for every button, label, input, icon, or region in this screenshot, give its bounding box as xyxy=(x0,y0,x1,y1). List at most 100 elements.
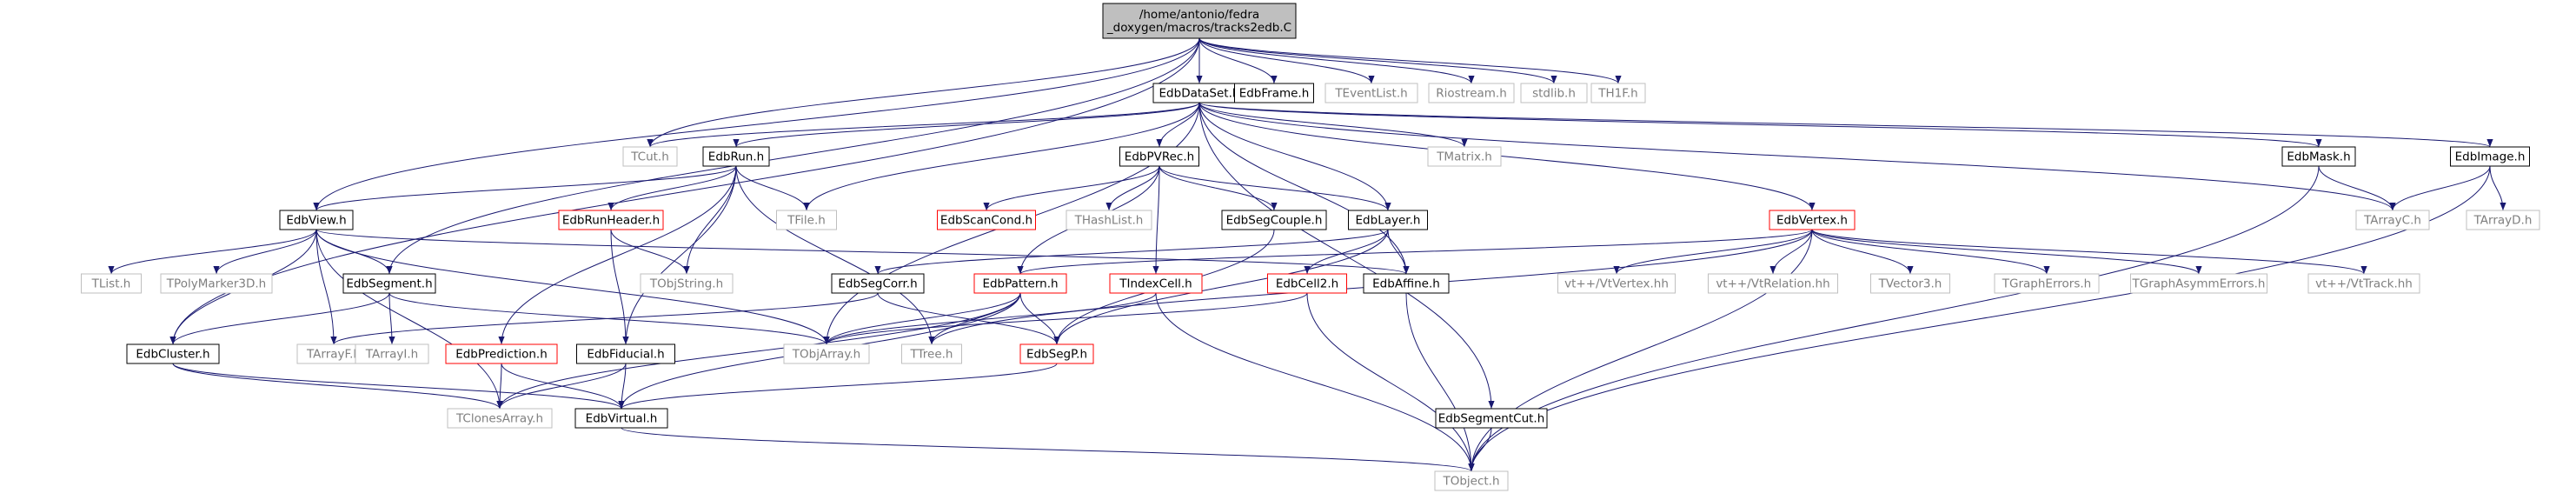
edge-tracks2edb-to-tevent-list xyxy=(1198,37,1375,84)
edge-edb-cluster-to-tclones-array xyxy=(172,363,503,410)
edge-edb-data-set-to-edb-vertex xyxy=(1198,102,1816,211)
node-label: TGraphErrors.h xyxy=(2002,277,2091,291)
node-label: EdbView.h xyxy=(286,214,346,228)
node-box xyxy=(1994,273,2100,294)
node-label: EdbPrediction.h xyxy=(455,348,548,362)
edge-edb-pvrec-to-edb-seg-couple xyxy=(1159,165,1278,211)
node-edb-cell2[interactable]: EdbCell2.h xyxy=(1267,273,1347,294)
edge-edb-view-to-tclones-array xyxy=(315,229,503,410)
node-edb-seg-p[interactable]: EdbSegP.h xyxy=(1019,343,1094,364)
edge-edb-data-set-to-edb-mask xyxy=(1198,102,2322,148)
edge-edb-image-to-tarray-c xyxy=(2389,165,2491,211)
edge-edb-pvrec-to-edb-layer xyxy=(1159,165,1391,211)
node-box xyxy=(702,146,770,167)
node-edb-vertex[interactable]: EdbVertex.h xyxy=(1769,210,1856,230)
edge-edb-fiducial-to-tclones-array xyxy=(496,363,627,410)
node-box xyxy=(973,273,1067,294)
node-edb-scan-cond[interactable]: EdbScanCond.h xyxy=(937,210,1036,230)
node-label: TGraphAsymmErrors.h xyxy=(2131,277,2265,291)
node-edb-image[interactable]: EdbImage.h xyxy=(2450,146,2530,167)
node-edb-pvrec[interactable]: EdbPVRec.h xyxy=(1119,146,1199,167)
node-edb-seg-corr[interactable]: EdbSegCorr.h xyxy=(831,273,925,294)
edge-edb-pvrec-to-edb-scan-cond xyxy=(983,165,1160,211)
edge-edb-view-to-tarray-f xyxy=(315,229,337,345)
node-label: THashList.h xyxy=(1074,214,1144,228)
node-label: EdbFiducial.h xyxy=(587,348,664,362)
node-label: TPolyMarker3D.h xyxy=(166,277,266,291)
node-ttree: TTree.h xyxy=(901,343,962,364)
edge-edb-data-set-to-tmatrix xyxy=(1198,102,1468,148)
node-edb-data-set[interactable]: EdbDataSet.h xyxy=(1152,83,1246,103)
node-label: TEventList.h xyxy=(1334,87,1407,101)
node-edb-seg-couple[interactable]: EdbSegCouple.h xyxy=(1221,210,1327,230)
node-tracks2edb[interactable]: /home/antonio/fedra_doxygen/macros/track… xyxy=(1102,3,1297,39)
node-label: TObjString.h xyxy=(649,277,723,291)
node-edb-affine[interactable]: EdbAffine.h xyxy=(1363,273,1450,294)
node-box xyxy=(279,210,354,230)
node-label: EdbCell2.h xyxy=(1276,277,1338,291)
node-edb-segment[interactable]: EdbSegment.h xyxy=(342,273,436,294)
edge-edb-data-set-to-edb-layer xyxy=(1198,102,1391,211)
node-box xyxy=(783,343,870,364)
node-box xyxy=(776,210,837,230)
node-label: EdbRun.h xyxy=(708,150,764,164)
edge-edb-layer-to-edb-affine xyxy=(1387,229,1410,275)
node-label: EdbScanCond.h xyxy=(940,214,1032,228)
edge-edb-data-set-to-edb-affine xyxy=(1198,102,1410,275)
node-label: EdbPattern.h xyxy=(982,277,1058,291)
node-box xyxy=(1435,408,1548,429)
header-nodes: /home/antonio/fedra_doxygen/macros/track… xyxy=(81,3,2540,491)
node-tcut: TCut.h xyxy=(622,146,678,167)
edge-edb-pattern-to-ttree xyxy=(928,292,1021,345)
node-edb-cluster[interactable]: EdbCluster.h xyxy=(126,343,220,364)
node-vt-track: vt++/VtTrack.hh xyxy=(2307,273,2420,294)
node-box xyxy=(160,273,273,294)
node-label: EdbFrame.h xyxy=(1239,87,1310,101)
node-edb-layer[interactable]: EdbLayer.h xyxy=(1348,210,1428,230)
node-edb-prediction[interactable]: EdbPrediction.h xyxy=(445,343,558,364)
edge-edb-run-to-edb-view xyxy=(313,165,737,211)
node-label: TList.h xyxy=(91,277,131,291)
node-box xyxy=(640,273,734,294)
edge-edb-view-to-tpoly-marker3-d xyxy=(213,229,317,275)
node-tvector3: TVector3.h xyxy=(1870,273,1950,294)
node-box xyxy=(126,343,220,364)
node-label: EdbPVRec.h xyxy=(1125,150,1194,164)
node-edb-run-header[interactable]: EdbRunHeader.h xyxy=(558,210,664,230)
node-tpoly-marker3-d: TPolyMarker3D.h xyxy=(160,273,273,294)
node-box xyxy=(1109,273,1203,294)
node-box xyxy=(1428,83,1515,103)
node-label: EdbSegmentCut.h xyxy=(1438,412,1545,426)
dependency-edges xyxy=(108,37,2506,472)
node-edb-fiducial[interactable]: EdbFiducial.h xyxy=(576,343,675,364)
node-edb-pattern[interactable]: EdbPattern.h xyxy=(973,273,1067,294)
edge-tracks2edb-to-stdlib xyxy=(1198,37,1557,84)
edge-edb-vertex-to-vt-track xyxy=(1811,229,2367,275)
edge-edb-affine-to-tobject xyxy=(1405,292,1475,472)
node-box xyxy=(1557,273,1676,294)
node-edb-view[interactable]: EdbView.h xyxy=(279,210,354,230)
node-tarray-i: TArrayI.h xyxy=(355,343,429,364)
edge-edb-cell2-to-tobj-array xyxy=(823,292,1308,345)
node-label: TFile.h xyxy=(787,214,826,228)
node-edb-mask[interactable]: EdbMask.h xyxy=(2281,146,2356,167)
node-tindex-cell[interactable]: TIndexCell.h xyxy=(1109,273,1203,294)
node-box xyxy=(937,210,1036,230)
edge-edb-image-to-tobject xyxy=(1468,165,2491,472)
node-box xyxy=(1119,146,1199,167)
node-edb-segment-cut[interactable]: EdbSegmentCut.h xyxy=(1435,408,1548,429)
node-stdlib: stdlib.h xyxy=(1520,83,1588,103)
node-box xyxy=(1325,83,1418,103)
node-box xyxy=(2281,146,2356,167)
node-label: EdbVertex.h xyxy=(1776,214,1848,228)
node-box xyxy=(576,343,675,364)
node-edb-frame[interactable]: EdbFrame.h xyxy=(1234,83,1314,103)
node-label: TClonesArray.h xyxy=(455,412,543,426)
node-edb-run[interactable]: EdbRun.h xyxy=(702,146,770,167)
edge-edb-run-to-edb-run-header xyxy=(607,165,737,211)
node-edb-virtual[interactable]: EdbVirtual.h xyxy=(574,408,668,429)
edge-edb-pattern-to-tobj-array xyxy=(823,292,1021,345)
edge-tracks2edb-to-edb-frame xyxy=(1198,37,1278,84)
edge-edb-pvrec-to-tindex-cell xyxy=(1152,165,1160,275)
